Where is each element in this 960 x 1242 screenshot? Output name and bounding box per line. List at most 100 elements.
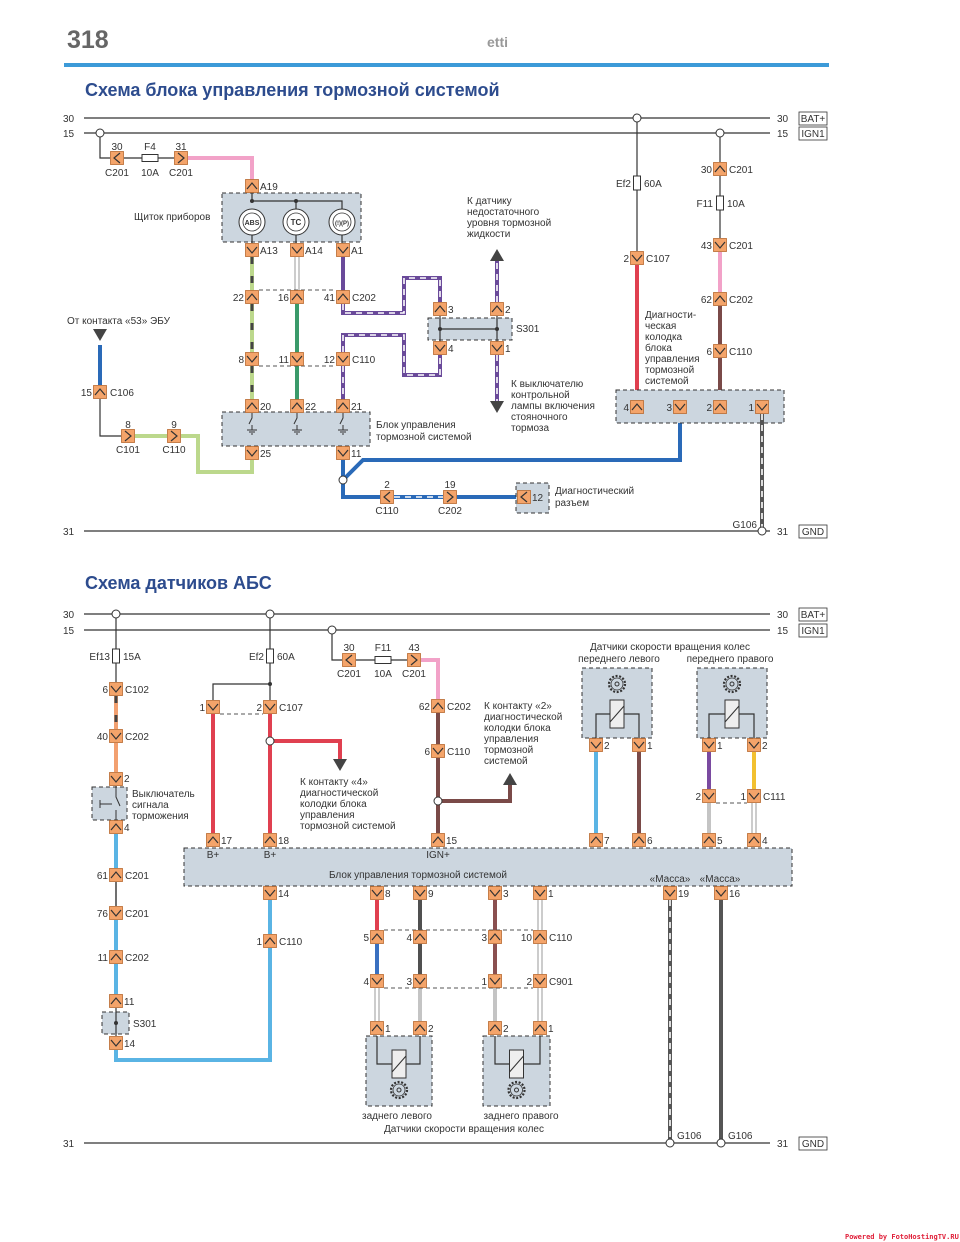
connector-body bbox=[336, 446, 350, 460]
connector-body bbox=[488, 1021, 502, 1035]
rear-left-label: заднего левого bbox=[362, 1111, 432, 1122]
bus-tag-box bbox=[798, 1136, 828, 1151]
connector-pin-icon bbox=[714, 886, 728, 900]
connector-chevron bbox=[207, 703, 219, 711]
connector-chevron bbox=[703, 792, 715, 800]
connector-body bbox=[630, 400, 644, 414]
gnd-label: GND bbox=[802, 1139, 824, 1150]
connector-pin-icon bbox=[110, 151, 124, 165]
bcm-p19-label: 19 bbox=[678, 889, 690, 900]
gear-icon bbox=[392, 1083, 406, 1097]
switch-label-1-label: сигнала bbox=[132, 800, 169, 811]
c202b-pin-label: 19 bbox=[444, 480, 456, 491]
c201b-id-label: C201 bbox=[125, 909, 149, 920]
bus30-r-label: 30 bbox=[777, 610, 789, 621]
c107-id-label: C107 bbox=[279, 703, 303, 714]
wire bbox=[341, 460, 380, 499]
wire bbox=[212, 683, 270, 700]
connector-pin-icon bbox=[109, 994, 123, 1008]
wire bbox=[739, 713, 755, 738]
connector-pin-icon bbox=[245, 179, 259, 193]
c110a-pin-label: 1 bbox=[256, 937, 262, 948]
connector-pin-icon bbox=[702, 738, 716, 752]
connector-body bbox=[245, 352, 259, 366]
connector-chevron bbox=[715, 889, 727, 897]
connector-pin-icon bbox=[431, 699, 445, 713]
junction-icon bbox=[327, 625, 337, 635]
c107-id-label: C107 bbox=[646, 254, 670, 265]
c111-p1-label: 1 bbox=[740, 792, 746, 803]
connector-pin-icon bbox=[263, 700, 277, 714]
wire bbox=[99, 137, 110, 159]
c901-p4-label: 4 bbox=[363, 977, 369, 988]
bcm-p16-label: 16 bbox=[729, 889, 741, 900]
connector-pin-icon bbox=[370, 886, 384, 900]
connector-body bbox=[490, 302, 504, 316]
c107-p2-label: 2 bbox=[256, 703, 262, 714]
connector-body bbox=[336, 243, 350, 257]
sensor-coil-icon bbox=[609, 705, 625, 723]
diag-p2-label: 2 bbox=[706, 403, 712, 414]
connector-pin-icon bbox=[713, 292, 727, 306]
connector-pin-icon bbox=[413, 930, 427, 944]
g106-label: G106 bbox=[733, 520, 758, 531]
connector-body bbox=[263, 833, 277, 847]
connector-body bbox=[488, 930, 502, 944]
fl-p2-label: 2 bbox=[604, 741, 610, 752]
a14-label: A14 bbox=[305, 246, 323, 257]
bus-tag-box bbox=[798, 623, 828, 638]
park-note-0-label: К выключателю bbox=[511, 379, 584, 390]
c110c-pin-label: 2 bbox=[384, 480, 390, 491]
connector-chevron bbox=[246, 449, 258, 457]
junction-dot bbox=[114, 1021, 118, 1025]
fuse-icon bbox=[633, 175, 641, 191]
bus15-l-label: 15 bbox=[63, 626, 75, 637]
c901-p1-label: 1 bbox=[481, 977, 487, 988]
connector-chevron bbox=[714, 295, 726, 303]
bcm-p6-label: 6 bbox=[647, 836, 653, 847]
connector-pin-icon bbox=[290, 399, 304, 413]
connector-chevron bbox=[110, 953, 122, 961]
c110-id-label: C110 bbox=[352, 355, 376, 366]
c202-p1-label: 22 bbox=[233, 293, 245, 304]
connector-chevron bbox=[371, 1024, 383, 1032]
connector-body bbox=[533, 1021, 547, 1035]
c201c-pin-label: 30 bbox=[343, 643, 355, 654]
c201c-id-label: C201 bbox=[337, 669, 361, 680]
connector-body bbox=[702, 738, 716, 752]
brake-light-switch bbox=[91, 786, 128, 821]
connector-body bbox=[245, 290, 259, 304]
bus-tag-box bbox=[798, 111, 828, 126]
c110-p3-label: 3 bbox=[481, 933, 487, 944]
c202a-id-label: C202 bbox=[125, 732, 149, 743]
connector-pin-icon bbox=[167, 429, 181, 443]
a19-label: A19 bbox=[260, 182, 278, 193]
connector-pin-icon bbox=[490, 302, 504, 316]
connector-body bbox=[290, 352, 304, 366]
brake-control-module bbox=[221, 411, 371, 447]
connector-pin-icon bbox=[488, 974, 502, 988]
connector-pin-icon bbox=[713, 400, 727, 414]
connector-body bbox=[714, 886, 728, 900]
junction-icon bbox=[338, 475, 348, 485]
fr-p1-label: 1 bbox=[717, 741, 723, 752]
f4-a-label: 10A bbox=[141, 168, 159, 179]
g106a-label: G106 bbox=[677, 1131, 702, 1142]
rl-p1-label: 1 bbox=[385, 1024, 391, 1035]
c901-p3-label: 3 bbox=[406, 977, 412, 988]
ign-note-0-label: К контакту «2» bbox=[484, 701, 552, 712]
c201b-pin-label: 31 bbox=[175, 142, 187, 153]
c202-id-label: C202 bbox=[352, 293, 376, 304]
connector-chevron bbox=[264, 703, 276, 711]
gnd-label: GND bbox=[802, 527, 824, 538]
s301-p14-label: 14 bbox=[124, 1039, 136, 1050]
s301-p1-label: 1 bbox=[505, 344, 511, 355]
ign-note-2-label: колодки блока bbox=[484, 722, 551, 734]
bcm-p3-label: 3 bbox=[503, 889, 509, 900]
c110-p2-label: 11 bbox=[279, 355, 290, 366]
c106-pin-label: 15 bbox=[81, 388, 93, 399]
s301-id-label: S301 bbox=[516, 324, 540, 335]
connector-chevron bbox=[246, 182, 258, 190]
mass2-label: «Масса» bbox=[700, 874, 741, 885]
connector-chevron bbox=[534, 1024, 546, 1032]
